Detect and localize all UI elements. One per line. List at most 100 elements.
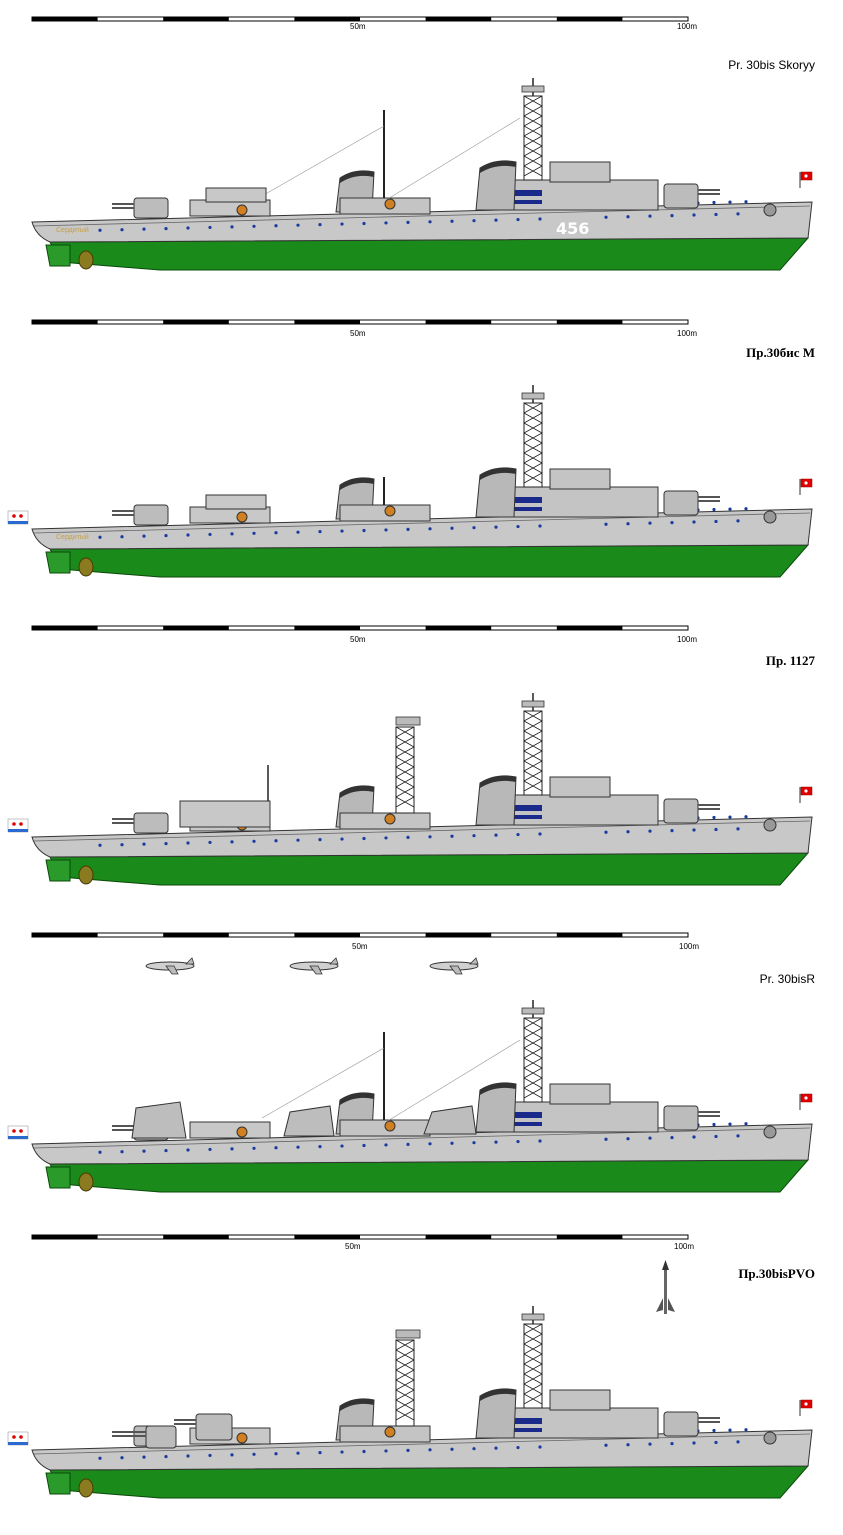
scale-bar: 50m 100m bbox=[0, 621, 843, 651]
deck-line bbox=[33, 1127, 811, 1149]
searchlight bbox=[384, 1426, 396, 1438]
bridge-band bbox=[500, 1122, 542, 1126]
scale-bar: 50m 100m bbox=[0, 12, 843, 42]
aft-house bbox=[189, 1121, 271, 1139]
gun-turret bbox=[124, 1425, 177, 1449]
deck-line bbox=[33, 205, 811, 227]
radar-antenna bbox=[395, 716, 421, 726]
cruise-missile bbox=[429, 957, 479, 975]
propeller bbox=[78, 557, 94, 577]
forward-superstructure bbox=[487, 486, 659, 518]
hull-underwater bbox=[49, 237, 810, 271]
flag bbox=[799, 171, 813, 188]
searchlight bbox=[384, 1120, 396, 1132]
bridge-band bbox=[500, 200, 542, 204]
radar-antenna bbox=[521, 1313, 545, 1321]
ship-title: Пр. 1127 bbox=[765, 653, 815, 668]
gun-turret bbox=[663, 1411, 720, 1437]
rangefinder bbox=[205, 494, 267, 510]
lattice-mast bbox=[523, 710, 543, 796]
anchor bbox=[763, 203, 777, 217]
ship-panel-skoryy: 50m 100m Pr. 30bis Skoryy 456 Сердитый bbox=[0, 0, 843, 300]
radar-antenna bbox=[521, 1007, 545, 1015]
flag bbox=[799, 1399, 813, 1416]
naval-ensign bbox=[7, 818, 29, 833]
gun-turret bbox=[663, 183, 720, 209]
gun-turret bbox=[112, 812, 169, 834]
bridge bbox=[549, 1389, 611, 1411]
searchlight bbox=[236, 1432, 248, 1444]
missile-launcher bbox=[283, 1105, 335, 1137]
funnel bbox=[475, 160, 517, 211]
anchor bbox=[763, 1125, 777, 1139]
hull-topside bbox=[31, 816, 813, 858]
gun-turret bbox=[112, 197, 169, 219]
hull-topside bbox=[31, 1429, 813, 1471]
scale-label-50m: 50m bbox=[350, 22, 366, 31]
cruise-missile bbox=[289, 957, 339, 975]
searchlight bbox=[236, 511, 248, 523]
scale-label-100m: 100m bbox=[677, 329, 698, 338]
bridge-band bbox=[500, 815, 542, 819]
hull-topside bbox=[31, 1123, 813, 1165]
scale-label-50m: 50m bbox=[345, 1242, 361, 1251]
bridge bbox=[549, 161, 611, 183]
lattice-mast bbox=[523, 402, 543, 488]
ship: Сердитый bbox=[7, 385, 813, 578]
hull-underwater bbox=[49, 1159, 810, 1193]
bridge-band bbox=[500, 805, 542, 811]
radar-antenna bbox=[395, 1329, 421, 1339]
gun-turret bbox=[663, 1105, 720, 1131]
scale-bar: 50m 100m bbox=[0, 1230, 843, 1260]
ship-title: Пр.30bisPVO bbox=[738, 1266, 815, 1281]
bridge-band bbox=[500, 1418, 542, 1424]
deck-line bbox=[33, 820, 811, 842]
searchlight bbox=[384, 813, 396, 825]
propeller bbox=[78, 1172, 94, 1192]
gun-turret bbox=[663, 798, 720, 824]
scale-label-100m: 100m bbox=[677, 635, 698, 644]
gun-turret bbox=[174, 1413, 233, 1441]
ship-panel-1127: 50m 100m Пр. 1127 bbox=[0, 615, 843, 915]
lattice-mast bbox=[395, 1339, 415, 1427]
lattice-mast bbox=[395, 726, 415, 814]
ship-panel-30bis-pvo: 50m 100m Пр.30bisPVO bbox=[0, 1228, 843, 1528]
gun-turret bbox=[663, 490, 720, 516]
ship: 456 Сердитый bbox=[31, 78, 813, 271]
anchor bbox=[763, 510, 777, 524]
rigging-line bbox=[261, 1047, 385, 1119]
ship-drawing bbox=[7, 957, 813, 1193]
gun-turret bbox=[112, 504, 169, 526]
scale-label-50m: 50m bbox=[350, 329, 366, 338]
rangefinder bbox=[205, 187, 267, 203]
scale-label-50m: 50m bbox=[350, 635, 366, 644]
ship-title: Pr. 30bisR bbox=[759, 972, 815, 986]
ship-drawing: Сердитый bbox=[7, 385, 813, 578]
ship-name-plate: Сердитый bbox=[56, 226, 89, 234]
radar-antenna bbox=[521, 85, 545, 93]
flag bbox=[799, 1093, 813, 1110]
bridge bbox=[549, 1083, 611, 1105]
hull-underwater bbox=[49, 544, 810, 578]
hull-number: 456 bbox=[556, 219, 589, 238]
searchlight bbox=[236, 204, 248, 216]
scale-bar: 50m 100m bbox=[0, 315, 843, 345]
ship-title: Pr. 30bis Skoryy bbox=[728, 58, 815, 72]
ship-panel-30bis-m: 50m 100m Пр.30бис М Сердитый bbox=[0, 307, 843, 607]
lattice-mast bbox=[523, 1017, 543, 1103]
ship-panel-30bis-r: 50m 100m Pr. 30bisR bbox=[0, 922, 843, 1222]
naval-ensign bbox=[7, 1125, 29, 1140]
bridge-band bbox=[500, 1112, 542, 1118]
rudder bbox=[45, 244, 71, 267]
scale-label-100m: 100m bbox=[679, 942, 700, 951]
searchlight bbox=[236, 1126, 248, 1138]
bridge bbox=[549, 776, 611, 798]
anchor bbox=[763, 1431, 777, 1445]
rudder bbox=[45, 1472, 71, 1495]
ship-drawing: 456 Сердитый bbox=[31, 78, 813, 271]
ship bbox=[7, 1000, 813, 1193]
naval-ensign bbox=[7, 1431, 29, 1446]
bridge-band bbox=[500, 190, 542, 196]
funnel bbox=[475, 1388, 517, 1439]
flag bbox=[799, 478, 813, 495]
